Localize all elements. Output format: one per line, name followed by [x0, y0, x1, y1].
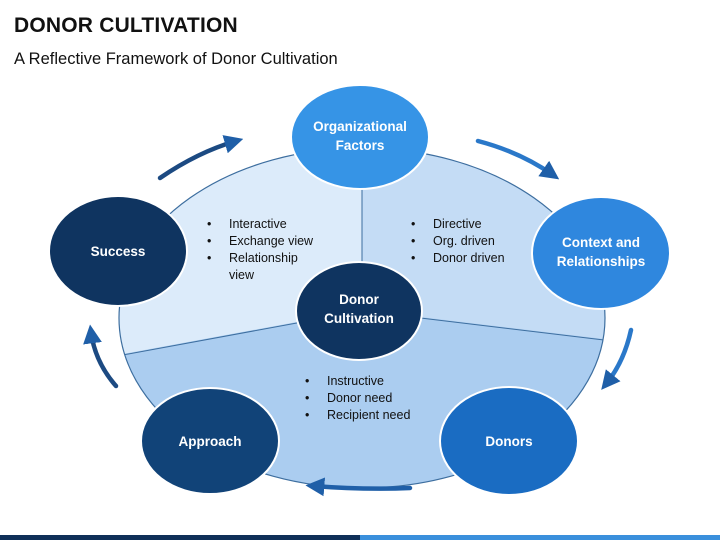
bullet-item: Exchange view — [207, 233, 347, 250]
node-bottom-right-label: Donors — [485, 434, 532, 449]
bullet-item: Org. driven — [411, 233, 541, 250]
page-subtitle: A Reflective Framework of Donor Cultivat… — [14, 50, 338, 68]
node-context-relationships: Context and Relationships — [531, 196, 671, 310]
bottom-bar-dark — [0, 535, 360, 540]
divider-left — [119, 310, 363, 397]
arrow-org-to-context — [475, 138, 560, 180]
node-success: Success — [48, 195, 188, 307]
node-approach: Approach — [140, 387, 280, 495]
node-right-line1: Context and — [562, 235, 640, 250]
divider-right — [361, 310, 605, 367]
node-donors: Donors — [439, 386, 579, 496]
node-center-line1: Donor — [339, 292, 379, 307]
segment-left-bullets: Interactive Exchange view Relationship v… — [207, 216, 347, 284]
arrow-context-to-donors — [601, 327, 634, 390]
node-organizational-factors: Organizational Factors — [290, 84, 430, 190]
page-title: DONOR CULTIVATION — [14, 14, 238, 37]
arrow-success-to-org — [157, 135, 244, 181]
bullet-item: Donor need — [305, 390, 445, 407]
bullet-item: Instructive — [305, 373, 445, 390]
segment-right-bullets: Directive Org. driven Donor driven — [411, 216, 541, 267]
bullet-item: Interactive — [207, 216, 347, 233]
cycle-arrows — [83, 135, 634, 497]
node-top-line2: Factors — [336, 138, 385, 153]
node-left-label: Success — [91, 244, 146, 259]
bullet-item: Relationship view — [207, 250, 319, 284]
segment-bottom-bullets: Instructive Donor need Recipient need — [305, 373, 445, 424]
node-right-line2: Relationships — [557, 254, 646, 269]
node-donor-cultivation: Donor Cultivation — [295, 261, 423, 361]
bottom-bar-light — [360, 535, 720, 540]
bottom-accent-bar — [0, 535, 720, 540]
bullet-item: Recipient need — [305, 407, 445, 424]
arrow-donors-to-approach — [305, 477, 413, 497]
node-center-line2: Cultivation — [324, 311, 394, 326]
node-bottom-left-label: Approach — [178, 434, 241, 449]
node-top-line1: Organizational — [313, 119, 407, 134]
arrow-approach-to-success — [83, 324, 119, 389]
bullet-item: Donor driven — [411, 250, 541, 267]
bullet-item: Directive — [411, 216, 541, 233]
